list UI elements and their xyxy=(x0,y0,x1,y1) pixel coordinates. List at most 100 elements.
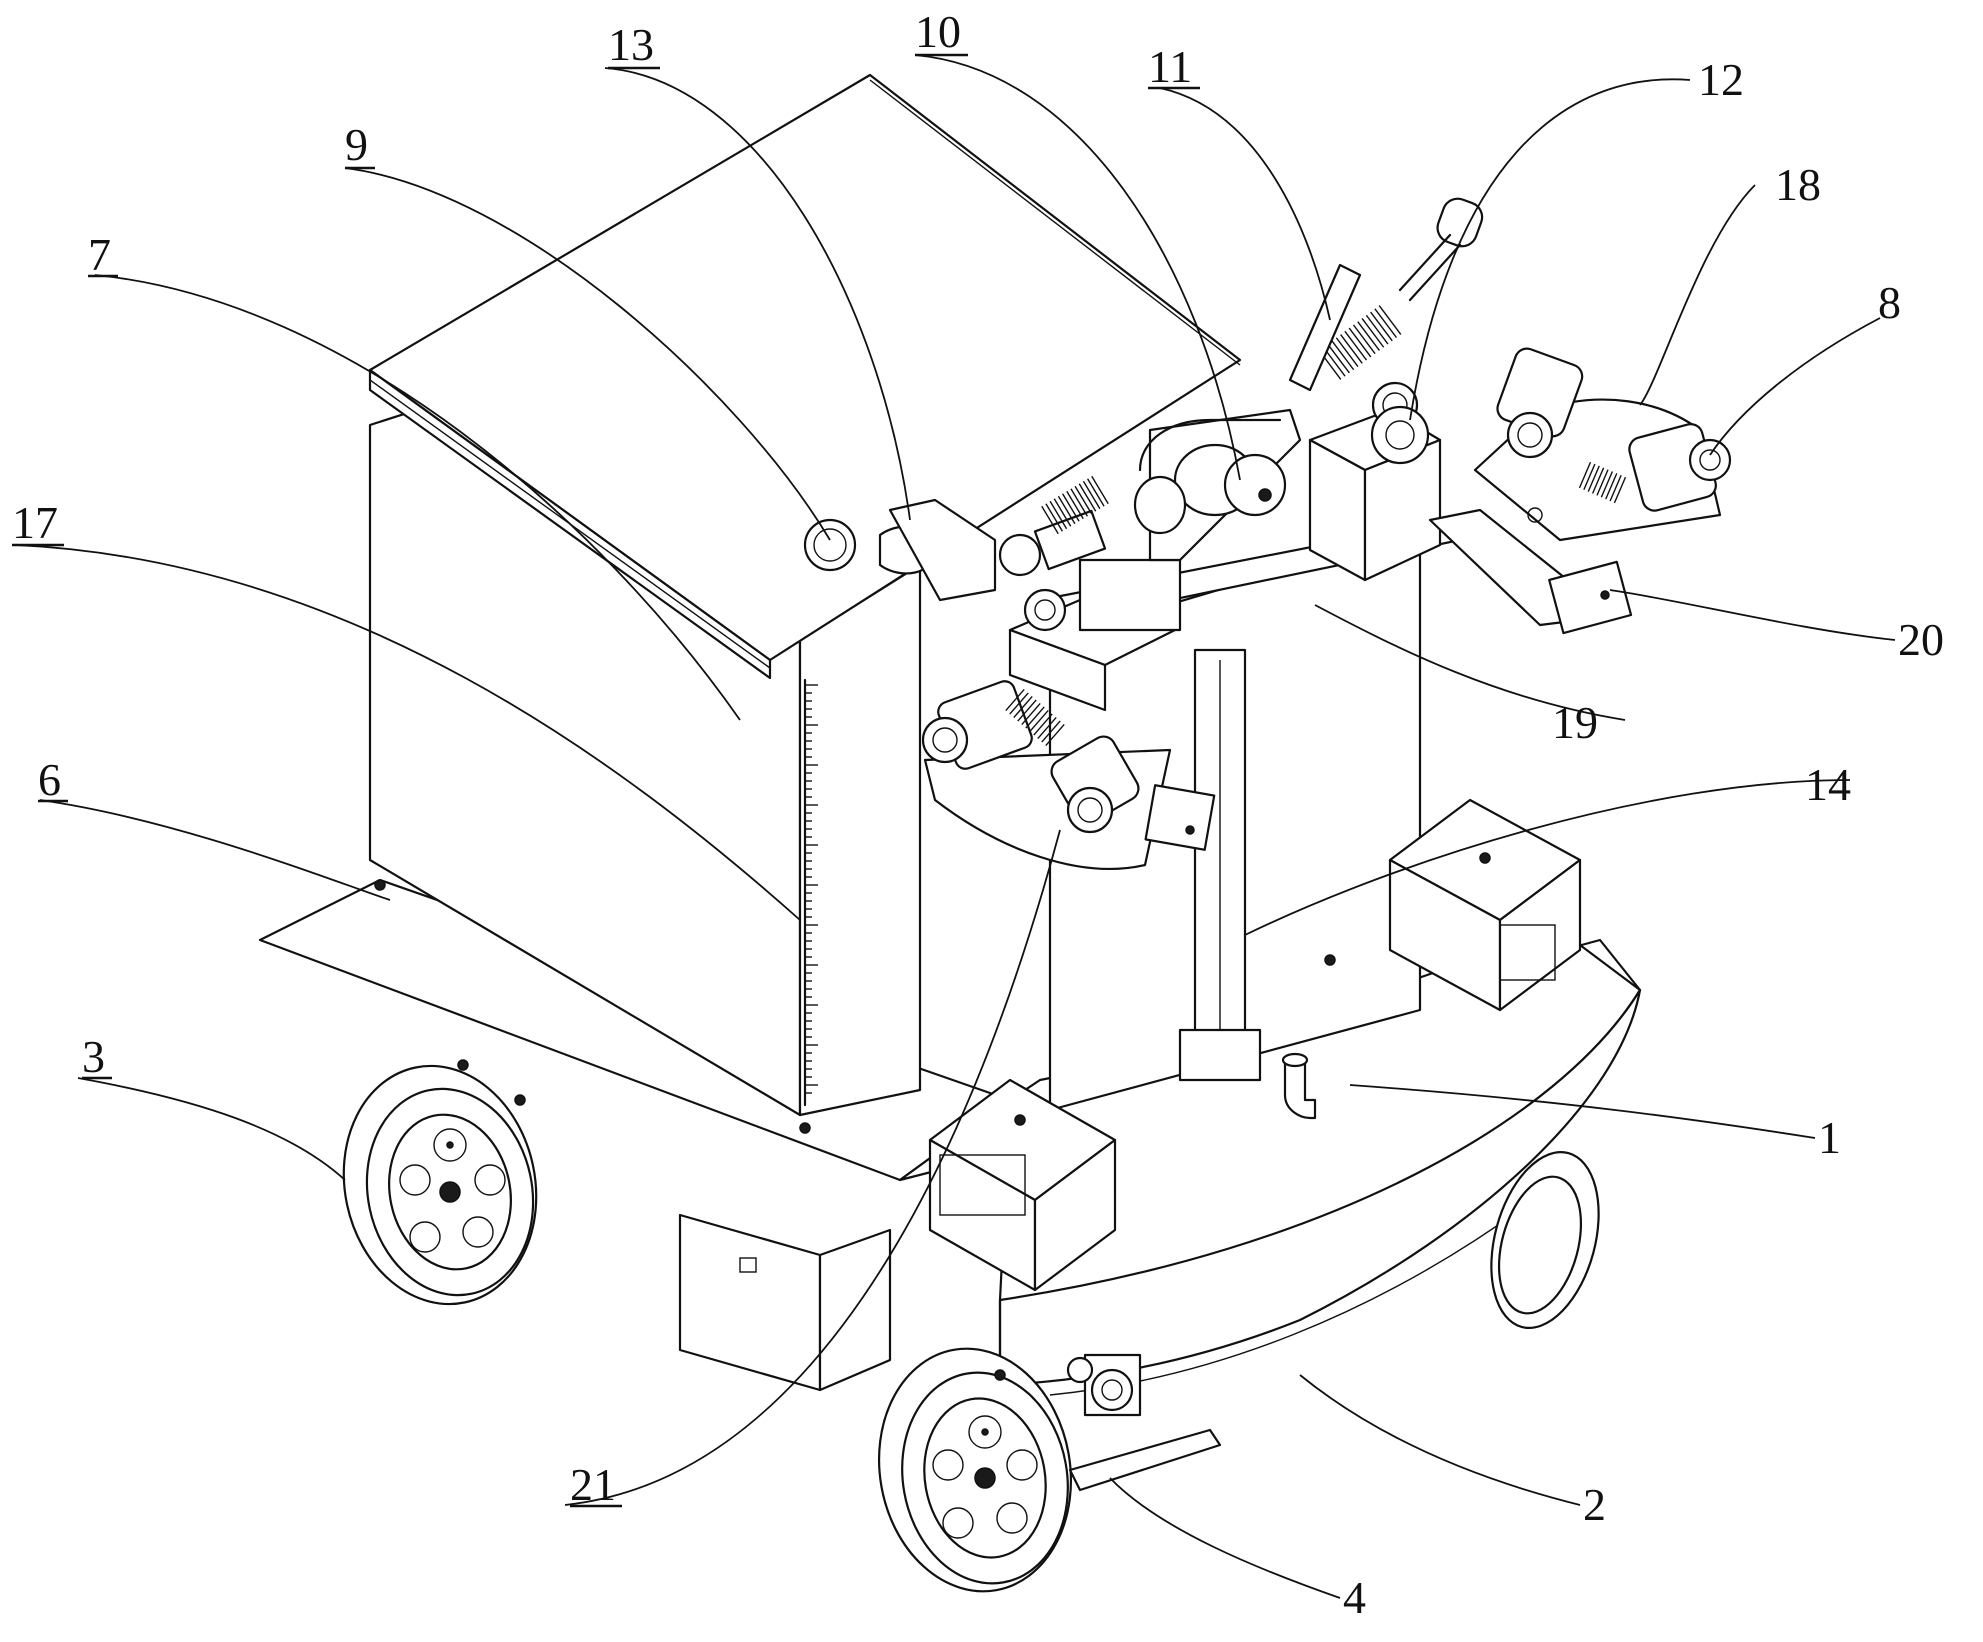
callout-20: 20 xyxy=(1898,614,1944,665)
spring-coil xyxy=(1365,314,1389,345)
callout-9: 9 xyxy=(345,119,368,170)
spring-coil xyxy=(1587,465,1600,492)
right-roller-assembly xyxy=(1288,197,1484,582)
spring-coil xyxy=(1057,495,1076,525)
callout-8: 8 xyxy=(1878,277,1901,328)
spring-coil xyxy=(1352,324,1376,355)
leader-9 xyxy=(344,167,831,541)
spring-coil xyxy=(1613,476,1627,504)
lower-box xyxy=(678,1213,892,1392)
spring-coil xyxy=(1029,710,1049,732)
leader-10 xyxy=(914,54,1241,481)
leader-14 xyxy=(1244,779,1851,936)
spring-coil xyxy=(1378,305,1402,335)
callout-19: 19 xyxy=(1552,697,1598,748)
spring-coil xyxy=(1033,713,1053,736)
callout-18: 18 xyxy=(1775,159,1821,210)
center-motor-assembly xyxy=(1133,408,1302,562)
leader-12 xyxy=(1409,78,1691,421)
spring-coil xyxy=(1025,706,1045,729)
pipe-elbow xyxy=(1281,1052,1317,1120)
leader-20 xyxy=(1609,589,1896,641)
callout-labels: 1 2 3 4 6 7 8 9 10 11 12 13 14 17 18 19 … xyxy=(12,6,1944,1623)
spring-coil xyxy=(1348,327,1372,358)
spring-left xyxy=(1005,689,1065,746)
callout-13: 13 xyxy=(608,19,654,70)
spring-coil xyxy=(1361,318,1385,348)
spring-coil xyxy=(1045,503,1063,532)
spring-coil xyxy=(1091,475,1109,505)
spring-coil xyxy=(1600,471,1614,498)
spring-coil xyxy=(1591,467,1605,494)
callout-1: 1 xyxy=(1818,1112,1841,1163)
leader-13 xyxy=(604,67,911,521)
leader-19 xyxy=(1314,604,1626,721)
spring-coil xyxy=(1013,696,1033,718)
cube-box-right xyxy=(1388,798,1582,1012)
spring-coil xyxy=(1596,469,1609,496)
leader-11 xyxy=(1159,87,1331,321)
spring-coil xyxy=(1066,490,1084,520)
callout-4: 4 xyxy=(1343,1572,1366,1623)
leader-7 xyxy=(94,274,741,721)
cube-box-left xyxy=(928,1078,1117,1292)
callout-12: 12 xyxy=(1698,54,1744,105)
callout-6: 6 xyxy=(38,754,61,805)
spring-coil xyxy=(1335,337,1359,367)
spring-coil xyxy=(1370,311,1393,342)
right-wheel xyxy=(1490,1151,1600,1329)
leader-6 xyxy=(39,799,391,901)
spring-coil xyxy=(1074,485,1093,515)
spring-coil xyxy=(1578,461,1592,489)
scale-ruler xyxy=(805,684,818,1094)
spring-coil xyxy=(1327,343,1350,374)
spring-coil xyxy=(1062,493,1080,522)
axle-bracket xyxy=(1066,1353,1222,1492)
leader-3 xyxy=(77,1077,346,1181)
callout-7: 7 xyxy=(88,229,111,280)
spring-coil xyxy=(1005,689,1025,711)
callout-3: 3 xyxy=(82,1031,105,1082)
spring-coil xyxy=(1344,330,1368,361)
spring-coil xyxy=(1331,340,1355,371)
leader-21 xyxy=(564,829,1061,1506)
leader-1 xyxy=(1349,1084,1816,1139)
spring-coil xyxy=(1374,308,1398,339)
spring-top-left xyxy=(1041,475,1109,535)
spring-coil xyxy=(1009,692,1029,715)
spring-coil xyxy=(1037,717,1057,739)
spring-coil xyxy=(1087,478,1105,507)
front-wheel xyxy=(877,1347,1073,1593)
spring-coil xyxy=(1609,474,1622,502)
spring-right xyxy=(1578,461,1627,504)
left-roller-assembly xyxy=(803,475,1182,712)
spring-coil xyxy=(1049,500,1068,530)
spring-coil xyxy=(1053,498,1072,527)
leader-2 xyxy=(1299,1374,1581,1506)
spring-coil xyxy=(1357,321,1380,351)
callout-11: 11 xyxy=(1148,41,1192,92)
leader-lines xyxy=(14,54,1896,1599)
leader-18 xyxy=(1639,184,1756,406)
rear-wheel xyxy=(342,1064,538,1306)
leader-17 xyxy=(14,544,801,921)
callout-2: 2 xyxy=(1583,1479,1606,1530)
spring-coil xyxy=(1017,699,1037,722)
spring-coil xyxy=(1078,483,1097,512)
spring-coil xyxy=(1021,703,1041,725)
left-sensor-plate xyxy=(921,680,1216,870)
spring-coil xyxy=(1070,488,1088,517)
callout-17: 17 xyxy=(12,497,58,548)
spring-coil xyxy=(1041,505,1059,535)
spring-coil xyxy=(1340,334,1363,364)
callout-10: 10 xyxy=(915,6,961,57)
bolts xyxy=(374,879,1336,1381)
spring-coil xyxy=(1605,473,1618,500)
callout-21: 21 xyxy=(570,1459,616,1510)
leader-8 xyxy=(1709,317,1881,456)
right-sensor-plate xyxy=(1428,347,1732,635)
spring-coil xyxy=(1045,724,1065,746)
spring-coil xyxy=(1583,463,1596,491)
spring-top-right xyxy=(1318,305,1402,380)
